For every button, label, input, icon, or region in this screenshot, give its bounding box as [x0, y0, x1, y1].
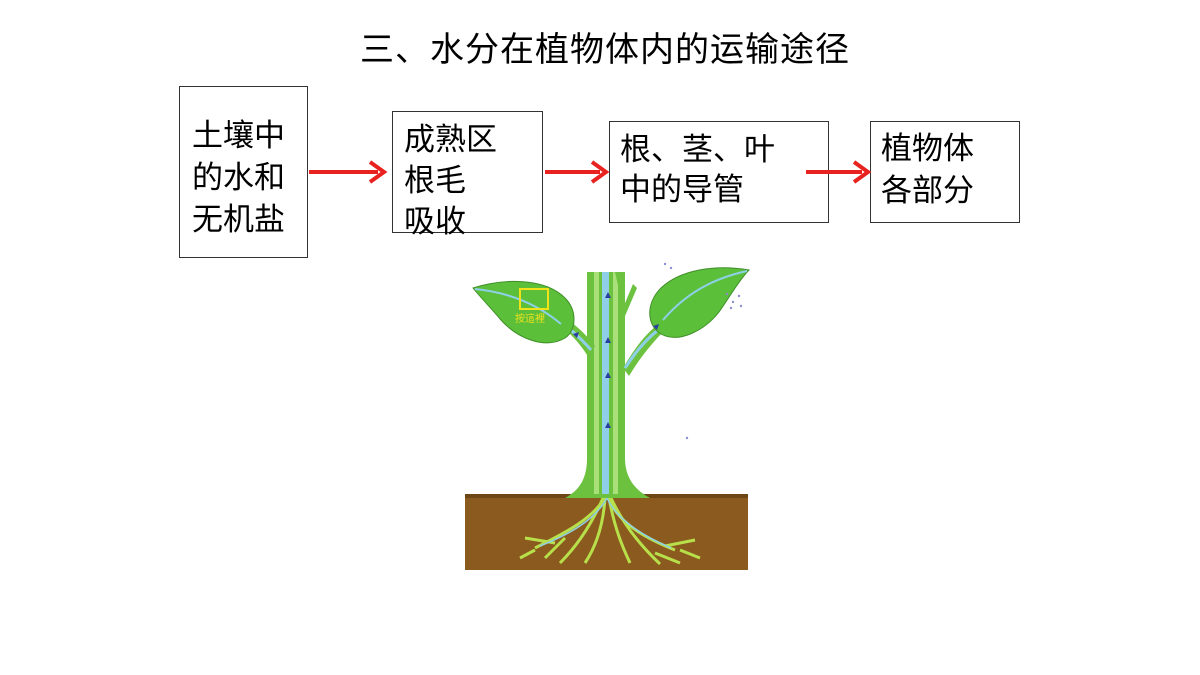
box-line: 植物体: [881, 131, 974, 167]
box-line: 中的导管: [620, 172, 744, 208]
arrow-3: [806, 160, 872, 184]
box-line: 成熟区: [404, 122, 497, 158]
box-line: 根毛: [404, 163, 466, 199]
plant-parts-box: 植物体 各部分: [870, 121, 1020, 223]
plant-illustration: 按這裡: [465, 262, 750, 570]
leaf-right: [649, 267, 750, 338]
hint-label: 按這裡: [515, 312, 545, 325]
root-hair-box: 成熟区 根毛 吸收: [392, 111, 543, 240]
vessel-box: 根、茎、叶 中的导管: [609, 121, 829, 223]
box-line: 吸收: [404, 204, 466, 240]
soil-water-box: 土壤中 的水和 无机盐: [179, 86, 308, 258]
box-line: 土壤中: [192, 118, 285, 154]
hint-frame: [519, 288, 549, 310]
branch-right: [623, 322, 667, 376]
box-line: 无机盐: [192, 202, 285, 238]
box-line: 各部分: [881, 173, 974, 209]
arrow-1: [309, 160, 388, 184]
soil: [465, 494, 748, 570]
page-title: 三、水分在植物体内的运输途径: [360, 30, 850, 70]
flow-arrows: [309, 160, 872, 184]
arrow-2: [545, 160, 610, 184]
box-line: 根、茎、叶: [620, 132, 775, 168]
box-line: 的水和: [192, 160, 285, 196]
